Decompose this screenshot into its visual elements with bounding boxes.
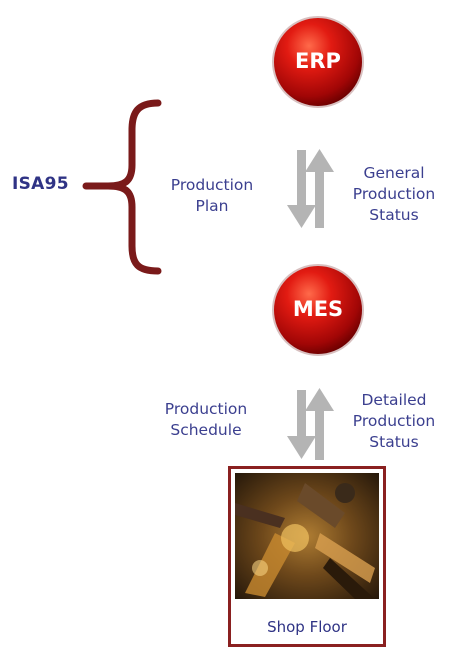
down-arrow-mes-floor [287,390,316,459]
shop-floor-box: Shop Floor [228,466,386,647]
label-line: Production [170,176,254,194]
label-line: General [363,164,425,182]
label-line: Detailed [361,391,427,409]
label-line: Production [352,412,436,430]
production-schedule-label: Production Schedule [150,399,262,441]
production-plan-label: Production Plan [158,175,266,217]
detailed-production-status-label: Detailed Production Status [340,390,448,453]
general-production-status-label: General Production Status [340,163,448,226]
label-line: Status [369,433,419,451]
mes-label: MES [292,297,344,321]
label-line: Schedule [170,421,242,439]
erp-node [272,16,364,108]
shop-floor-label: Shop Floor [267,618,347,636]
up-arrow-mes-floor [305,388,334,460]
down-arrow-erp-mes [287,150,316,228]
label-line: Plan [195,197,229,215]
label-line: Production [352,185,436,203]
isa95-label: ISA95 [12,174,69,194]
mes-node [272,264,364,356]
up-arrow-erp-mes [305,149,334,228]
shop-floor-photo [235,473,379,599]
label-line: Production [164,400,248,418]
erp-label: ERP [295,49,341,73]
isa95-brace [82,99,162,275]
label-line: Status [369,206,419,224]
